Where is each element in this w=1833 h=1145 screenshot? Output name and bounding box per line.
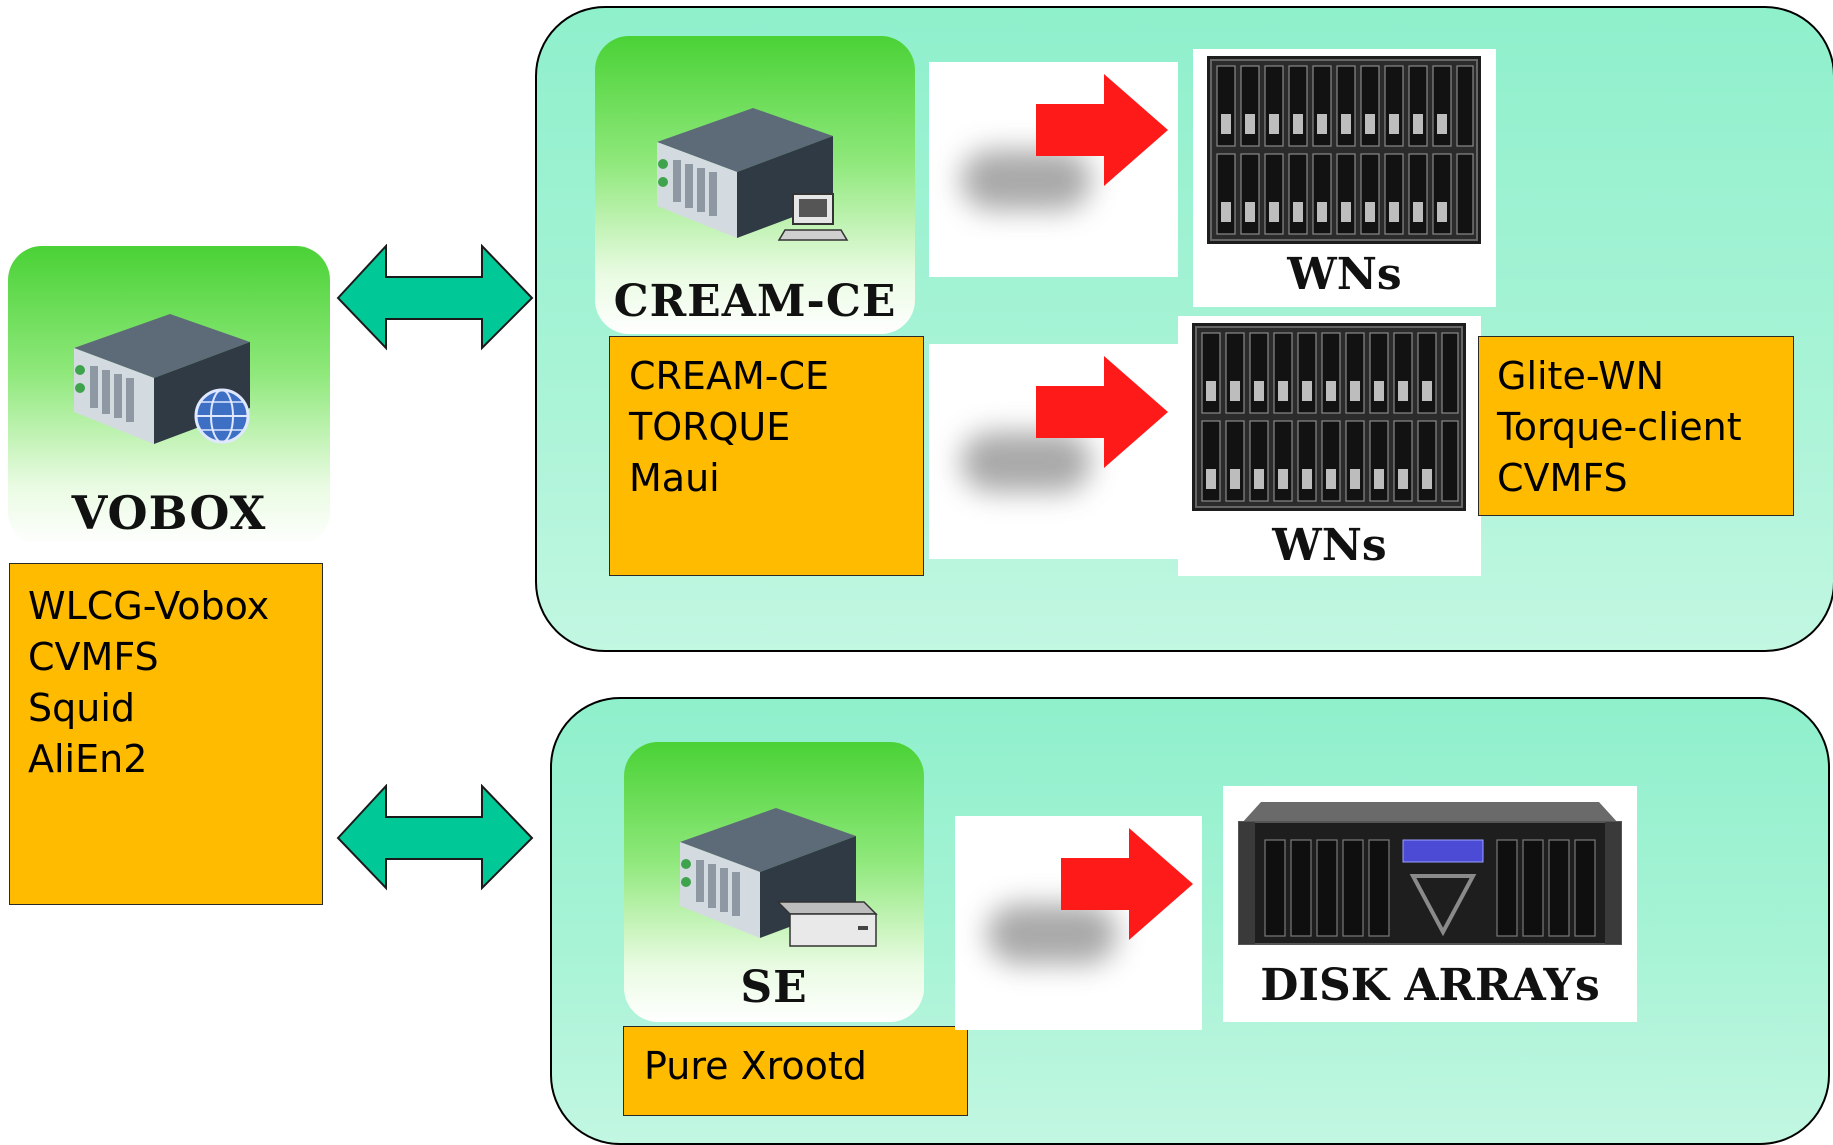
worker-nodes-top: WNs <box>1193 49 1496 307</box>
ce-to-wn-top-flow <box>929 62 1178 277</box>
wn-service-3: CVMFS <box>1497 456 1628 500</box>
worker-nodes-bottom-label: WNs <box>1272 520 1387 571</box>
cream-ce-service-1: CREAM-CE <box>629 354 829 398</box>
vobox-ce-double-arrow <box>336 244 534 351</box>
worker-nodes-bottom: WNs <box>1178 316 1481 576</box>
se-node: SE <box>624 742 924 1022</box>
blade-server-rack-icon <box>1207 56 1481 244</box>
se-service-1: Pure Xrootd <box>644 1044 867 1088</box>
se-label: SE <box>740 962 808 1013</box>
flow-shadow <box>961 432 1091 492</box>
red-arrow-icon <box>1061 828 1193 940</box>
se-to-disk-flow <box>955 816 1202 1030</box>
cream-ce-service-2: TORQUE <box>629 405 791 449</box>
worker-nodes-top-label: WNs <box>1287 249 1402 300</box>
server-terminal-icon <box>657 108 849 241</box>
disk-arrays-label: DISK ARRAYs <box>1260 960 1600 1011</box>
server-storage-icon <box>680 808 878 947</box>
vobox-node: VOBOX <box>8 246 330 546</box>
wn-service-1: Glite-WN <box>1497 354 1665 398</box>
wn-service-2: Torque-client <box>1497 405 1742 449</box>
vobox-service-4: AliEn2 <box>28 737 148 781</box>
vobox-services-note: WLCG-Vobox CVMFS Squid AliEn2 <box>9 563 323 905</box>
flow-shadow <box>987 904 1117 964</box>
worker-nodes-services-note: Glite-WN Torque-client CVMFS <box>1478 336 1794 516</box>
cream-ce-label: CREAM-CE <box>613 276 897 327</box>
ce-to-wn-bottom-flow <box>929 344 1178 559</box>
cream-ce-node: CREAM-CE <box>595 36 915 334</box>
disk-arrays: DISK ARRAYs <box>1223 786 1637 1022</box>
blade-server-rack-icon <box>1192 323 1466 511</box>
vobox-service-2: CVMFS <box>28 635 159 679</box>
vobox-se-double-arrow <box>336 784 534 891</box>
cream-ce-service-3: Maui <box>629 456 720 500</box>
cream-ce-services-note: CREAM-CE TORQUE Maui <box>609 336 924 576</box>
server-globe-icon <box>74 314 250 444</box>
disk-array-icon <box>1238 802 1622 945</box>
red-arrow-icon <box>1036 74 1168 186</box>
red-arrow-icon <box>1036 356 1168 468</box>
flow-shadow <box>961 150 1091 210</box>
vobox-label: VOBOX <box>71 486 267 540</box>
vobox-service-1: WLCG-Vobox <box>28 584 270 628</box>
se-services-note: Pure Xrootd <box>623 1026 968 1116</box>
vobox-service-3: Squid <box>28 686 136 730</box>
